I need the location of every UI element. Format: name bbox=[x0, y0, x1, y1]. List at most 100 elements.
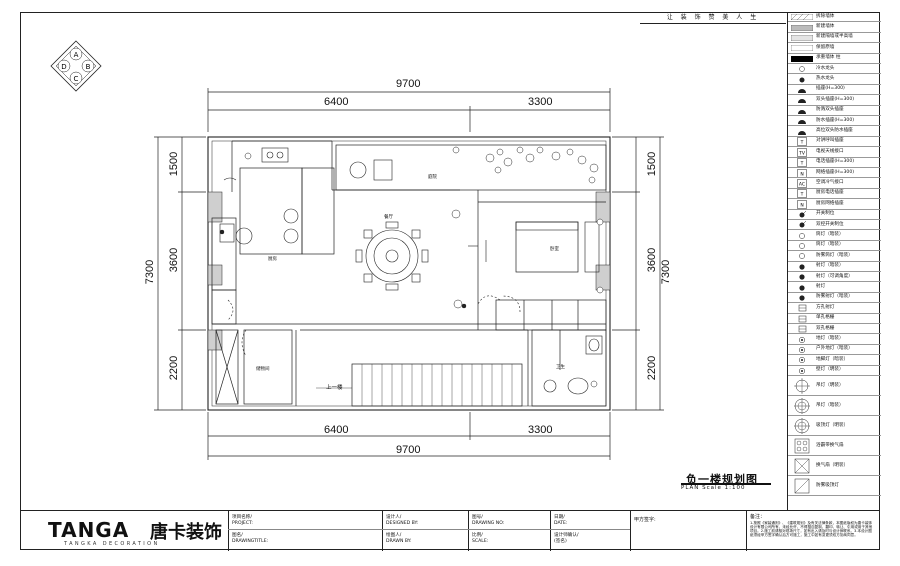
legend-label: 壁灯（明装） bbox=[816, 367, 844, 373]
tv-icon: TV bbox=[790, 147, 814, 157]
field-remarks: 备注： bbox=[750, 514, 766, 520]
legend-label: 防溅双头插座 bbox=[816, 107, 844, 113]
legend-label: 吊灯（暗装） bbox=[816, 402, 844, 408]
socket-icon bbox=[790, 116, 814, 125]
legend-table: 拆除墙体新建墙体新建隔墙或半高墙保留原墙承重墙体 柱冷水龙头热水龙头插座(H=3… bbox=[787, 12, 881, 510]
cold-water-icon bbox=[790, 64, 814, 73]
wall-lamp-icon bbox=[790, 366, 814, 375]
room-label-bath: 卫生 bbox=[556, 365, 565, 370]
legend-label: 冷水龙头 bbox=[816, 65, 835, 71]
field-drawing-title: 图名/DRAWINGTITLE: bbox=[232, 533, 269, 544]
ceiling-lamp-icon bbox=[790, 396, 814, 415]
legend-label: 户外地灯（暗装） bbox=[816, 346, 853, 352]
legend-label: 保留原墙 bbox=[816, 44, 835, 50]
grille-icon bbox=[790, 324, 814, 333]
legend-label: 网络插座(H=300) bbox=[816, 169, 855, 175]
double-socket-icon bbox=[790, 95, 814, 104]
hatch-wall-icon bbox=[790, 12, 814, 21]
hot-water-icon bbox=[790, 74, 814, 83]
svg-text:T: T bbox=[800, 192, 804, 198]
field-designer-confirm: 设计师确认/(签名) bbox=[554, 533, 579, 544]
dimension-right-total: 7300 bbox=[660, 259, 672, 285]
switch-icon bbox=[790, 220, 814, 229]
legend-row: 新建墙体 bbox=[788, 22, 881, 33]
legend-label: 地脚灯（暗装） bbox=[816, 356, 849, 362]
legend-row: 吊灯（暗装） bbox=[788, 396, 881, 416]
room-label-kitchen: 厨房 bbox=[268, 257, 277, 262]
legend-label: 双孔格栅 bbox=[816, 325, 835, 331]
legend-label: 电视天线接口 bbox=[816, 148, 844, 154]
dimension-left-bottom: 2200 bbox=[168, 355, 180, 381]
dimension-left-mid: 3600 bbox=[168, 247, 180, 273]
tel-icon: T bbox=[790, 137, 814, 147]
legend-label: 换气扇（明装） bbox=[816, 462, 849, 468]
legend-label: 承重墙体 柱 bbox=[816, 55, 841, 61]
legend-row: 热水龙头 bbox=[788, 74, 881, 85]
net-icon: N bbox=[790, 168, 814, 178]
legend-label: 热水龙头 bbox=[816, 76, 835, 82]
legend-row: 射灯 bbox=[788, 282, 881, 293]
grille-icon bbox=[790, 314, 814, 323]
legend-row: 换气扇（明装） bbox=[788, 456, 881, 476]
legend-label: 电话插座(H=300) bbox=[816, 159, 855, 165]
legend-row: 防水插座(H=300) bbox=[788, 116, 881, 127]
floor-lamp-icon bbox=[790, 334, 814, 343]
legend-row: 吊灯（明装） bbox=[788, 376, 881, 396]
company-logo: TANGA 唐卡装饰 TANGKA DECORATION bbox=[44, 515, 240, 549]
outdoor-lamp-icon bbox=[790, 345, 814, 354]
dimension-left-total: 7300 bbox=[144, 259, 156, 285]
socket-icon bbox=[790, 85, 814, 94]
legend-row: 双控开关制位 bbox=[788, 220, 881, 231]
legend-label: 射灯（可调角度） bbox=[816, 273, 853, 279]
legend-label: 浴霸带换气扇 bbox=[816, 442, 844, 448]
field-drawn-by: 绘图人/DRAWN BY: bbox=[386, 533, 412, 544]
room-label-storage: 储物间 bbox=[256, 367, 270, 372]
legend-row: 单孔格栅 bbox=[788, 314, 881, 324]
legend-label: 新建墙体 bbox=[816, 24, 835, 30]
legend-row: 承重墙体 柱 bbox=[788, 54, 881, 64]
legend-row: 双头插座(H=300) bbox=[788, 95, 881, 106]
compass-icon: A C B D bbox=[50, 40, 102, 92]
dimension-bottom-total: 9700 bbox=[396, 444, 421, 456]
legend-row: 冷水龙头 bbox=[788, 64, 881, 75]
downlight-icon bbox=[790, 241, 814, 250]
sheet-frame bbox=[20, 12, 880, 550]
switch-icon bbox=[790, 210, 814, 219]
title-block: TANGA 唐卡装饰 TANGKA DECORATION 项目名称/PROJEC… bbox=[20, 510, 880, 551]
legend-row: 筒灯（暗装） bbox=[788, 241, 881, 252]
chandelier-icon bbox=[790, 376, 814, 395]
legend-label: 方孔射灯 bbox=[816, 304, 835, 310]
legend-label: 吊灯（明装） bbox=[816, 382, 844, 388]
grey-wall-icon bbox=[790, 22, 814, 31]
legend-row: 开关制位 bbox=[788, 210, 881, 220]
legend-row: 地脚灯（暗装） bbox=[788, 355, 881, 366]
logo-wordmark: TANGA bbox=[48, 518, 130, 542]
dimension-top-right: 3300 bbox=[528, 96, 553, 108]
legend-row: 浴霸带换气扇 bbox=[788, 436, 881, 456]
legend-row: 防雾射灯（暗装） bbox=[788, 293, 881, 304]
legend-row: T 电话插座(H=300) bbox=[788, 158, 881, 168]
legend-row: 保留原墙 bbox=[788, 43, 881, 54]
compass-letter-d: D bbox=[61, 63, 66, 71]
legend-label: 射灯（暗装） bbox=[816, 263, 844, 269]
legend-row: 拆除墙体 bbox=[788, 12, 881, 23]
n-icon: N bbox=[790, 199, 814, 209]
legend-row: 筒灯（暗装） bbox=[788, 230, 881, 241]
legend-row: 新建隔墙或半高墙 bbox=[788, 33, 881, 44]
legend-label: 空调冷气接口 bbox=[816, 180, 844, 186]
legend-label: 射灯 bbox=[816, 284, 826, 290]
fan-icon bbox=[790, 456, 814, 475]
field-designed-by: 设计人/DESIGNED BY: bbox=[386, 515, 419, 526]
dimension-right-bottom: 2200 bbox=[646, 355, 658, 381]
legend-row: N 网络插座(H=300) bbox=[788, 168, 881, 179]
spotlight-icon bbox=[790, 282, 814, 291]
downlight-icon bbox=[790, 230, 814, 239]
dimension-top-left: 6400 bbox=[324, 96, 349, 108]
box-icon bbox=[790, 476, 814, 495]
svg-text:N: N bbox=[800, 171, 803, 177]
svg-text:T: T bbox=[800, 161, 804, 167]
room-label-garden: 庭院 bbox=[428, 175, 437, 180]
